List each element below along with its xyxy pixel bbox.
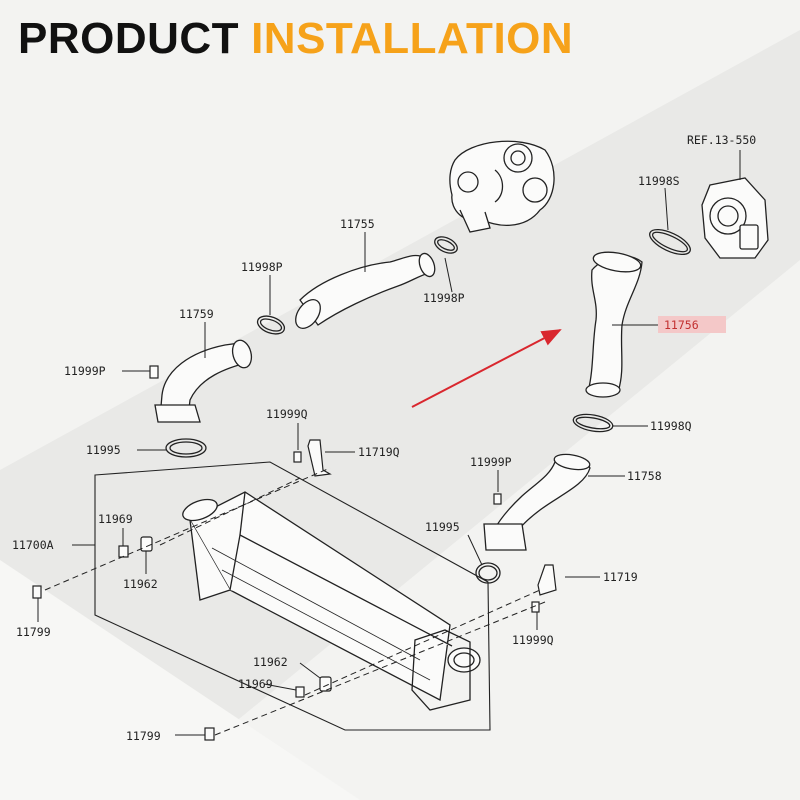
hose-11759 [154, 339, 253, 423]
label-screw-11799-bottom: 11799 [126, 729, 161, 743]
label-bolt-11999p-left: 11999P [64, 364, 106, 378]
clamp-11998p-mid [434, 236, 458, 254]
label-bolt-11999p-right: 11999P [470, 455, 512, 469]
label-hose-11755: 11755 [340, 217, 375, 231]
label-bracket-11719q: 11719Q [358, 445, 400, 459]
mounting-dashed-lines [44, 467, 546, 736]
clamp-11998q [572, 413, 614, 433]
intercooler-frame [94, 461, 491, 731]
oring-right [475, 562, 501, 584]
label-intercooler-11700a: 11700A [12, 538, 54, 552]
title-word-product: PRODUCT [18, 14, 240, 63]
label-oring-11995-right: 11995 [425, 520, 460, 534]
label-bracket-11719: 11719 [603, 570, 638, 584]
label-grommet-11969-bottom: 11969 [238, 677, 273, 691]
label-bolt-11999q: 11999Q [266, 407, 308, 421]
label-bolt-11999q-bottom: 11999Q [512, 633, 554, 647]
label-grommet-11969-top: 11969 [98, 512, 133, 526]
label-clamp-11998s: 11998S [638, 174, 680, 188]
label-hose-11758: 11758 [627, 469, 662, 483]
label-ref: REF.13-550 [687, 133, 756, 147]
intercooler [182, 491, 481, 711]
title-word-installation: INSTALLATION [251, 14, 574, 63]
leader-lines [37, 150, 741, 736]
label-bush-11962-top: 11962 [123, 577, 158, 591]
label-clamp-11998p-mid: 11998P [423, 291, 465, 305]
label-hose-11759: 11759 [179, 307, 214, 321]
hose-11756 [585, 251, 643, 398]
hose-11755 [295, 252, 436, 329]
oring-left [165, 438, 207, 458]
label-screw-11799-left: 11799 [16, 625, 51, 639]
label-highlight-bg [658, 316, 726, 333]
clamp-11998s [649, 228, 691, 256]
throttle-body [701, 177, 769, 259]
hose-11758 [483, 453, 591, 551]
turbocharger [449, 140, 555, 233]
label-clamp-11998q: 11998Q [650, 419, 692, 433]
label-hose-11756: 11756 [664, 318, 699, 332]
small-hardware [32, 365, 557, 741]
highlight-arrow [411, 329, 562, 408]
label-bush-11962-bottom: 11962 [253, 655, 288, 669]
label-oring-11995-left: 11995 [86, 443, 121, 457]
label-clamp-11998p-left: 11998P [241, 260, 283, 274]
clamp-11998p-left [256, 315, 286, 335]
